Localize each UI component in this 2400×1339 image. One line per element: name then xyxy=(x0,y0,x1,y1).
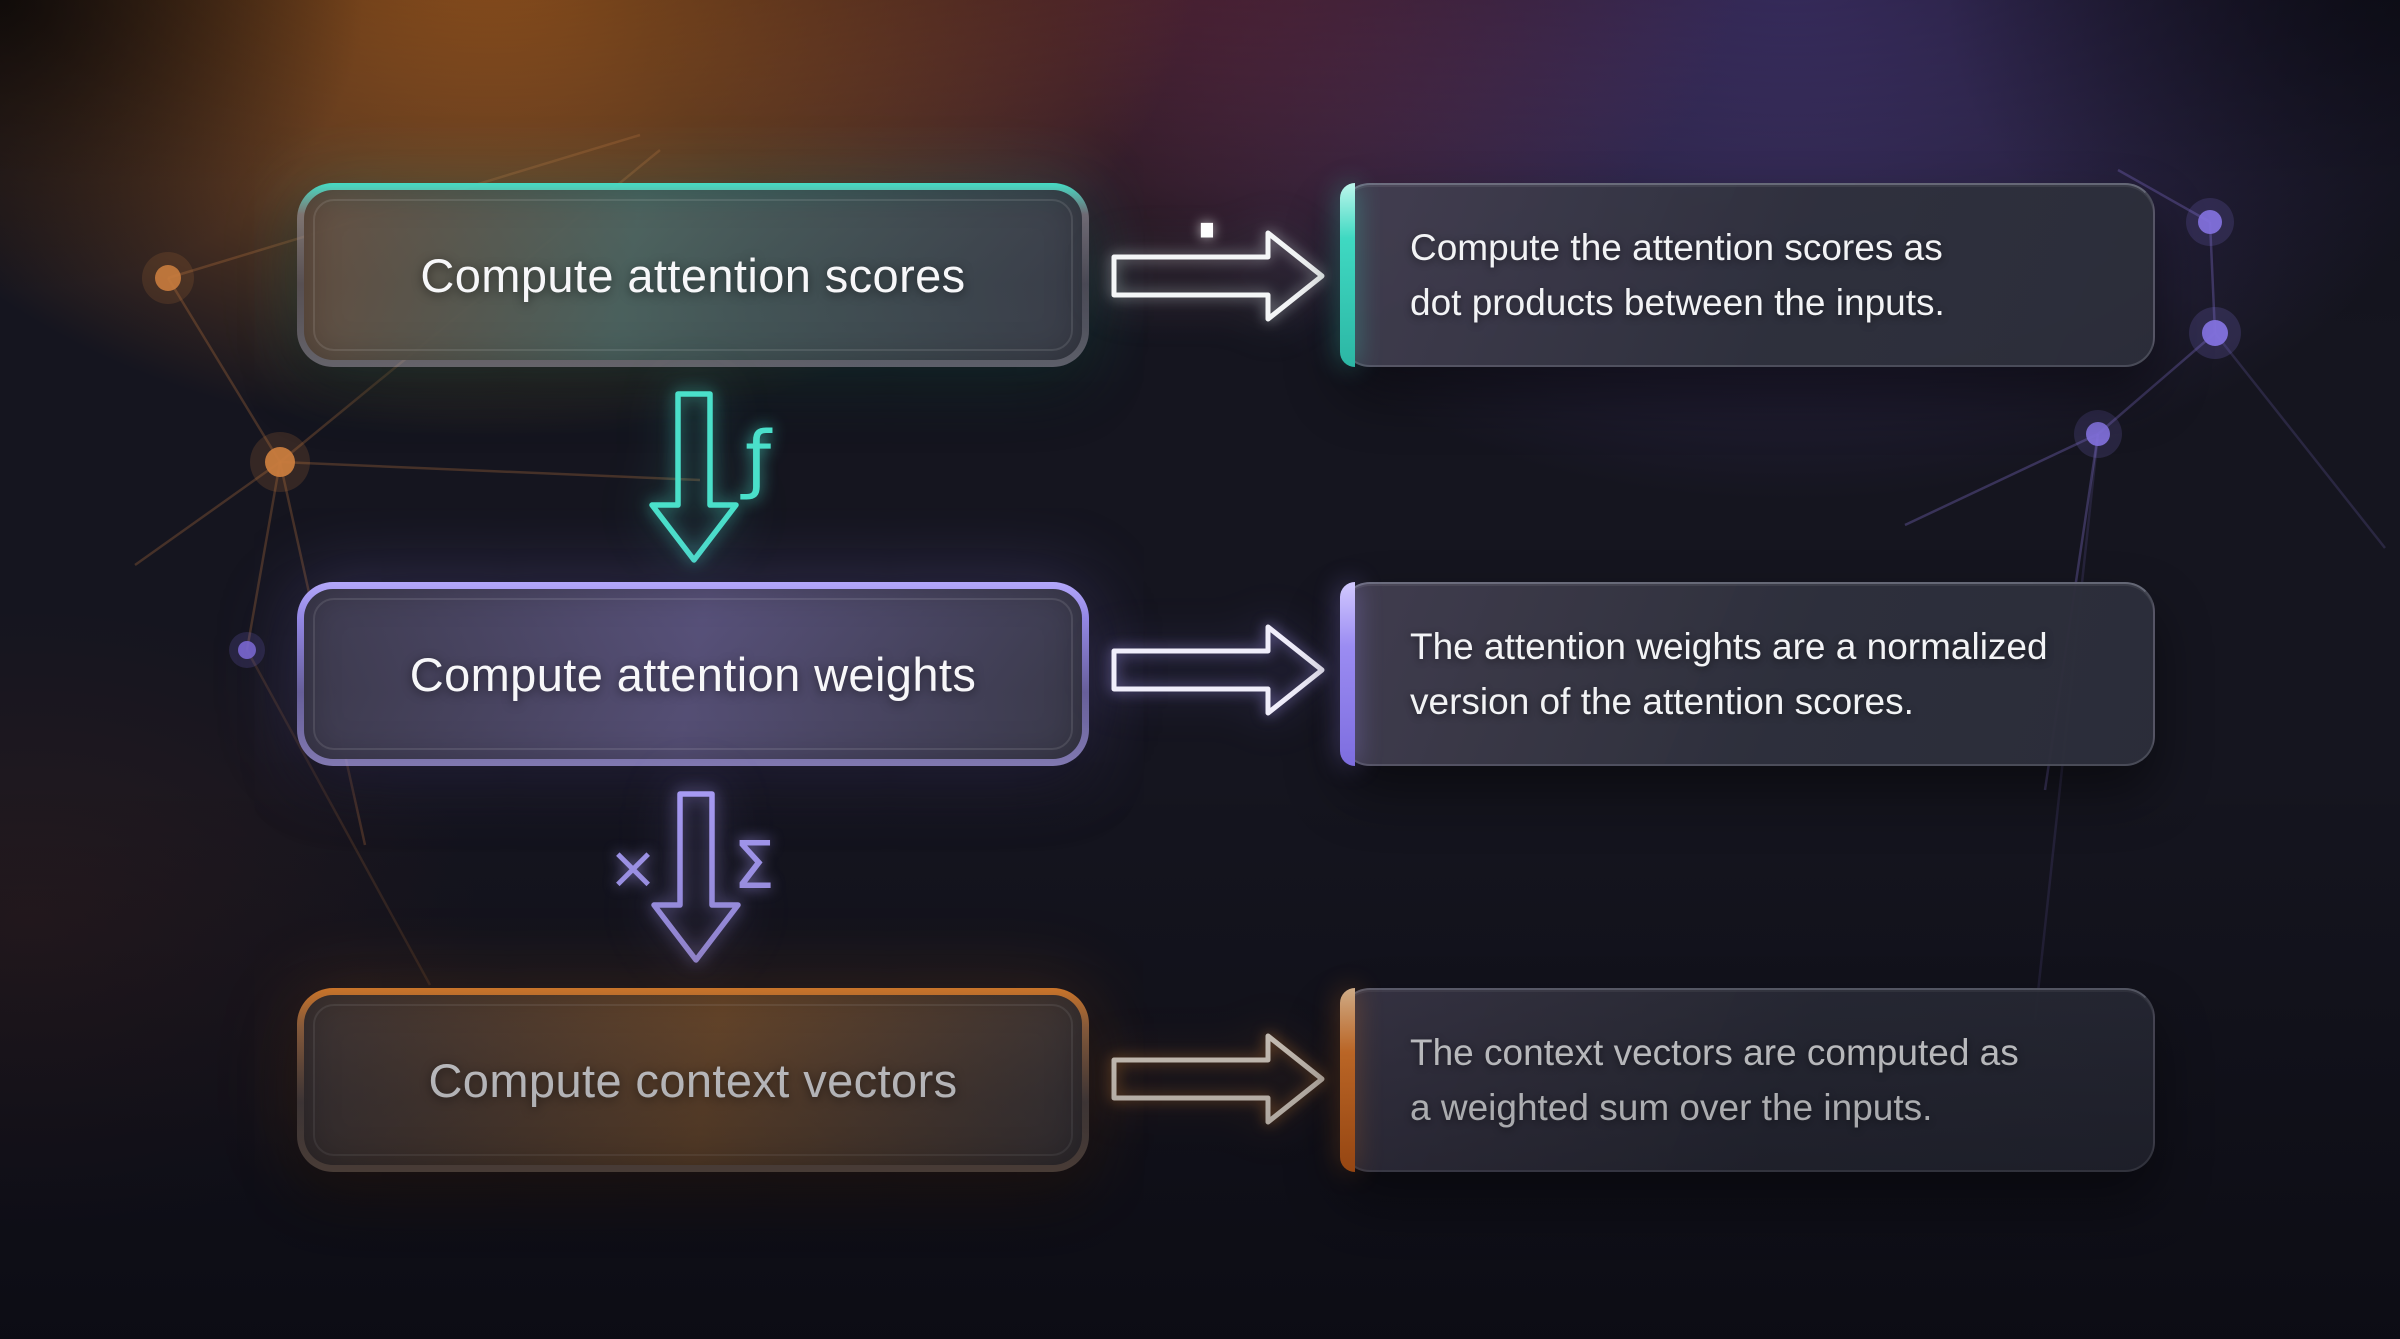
step-box-context-vectors: Compute context vectors xyxy=(297,988,1089,1172)
description-box-attention-weights: The attention weights are a normalized v… xyxy=(1340,582,2155,766)
description-line: The attention weights are a normalized xyxy=(1410,626,2048,667)
dot-product-operator-icon: · xyxy=(1188,161,1226,299)
description-line: dot products between the inputs. xyxy=(1410,282,1945,323)
multiply-operator-icon: × xyxy=(607,833,659,903)
arrow-right-icon xyxy=(1111,230,1325,322)
arrow-right-icon xyxy=(1111,624,1325,716)
description-line: a weighted sum over the inputs. xyxy=(1410,1087,1933,1128)
step-label: Compute attention weights xyxy=(409,647,977,701)
step-label: Compute attention scores xyxy=(420,248,966,302)
arrow-right-icon xyxy=(1111,1033,1325,1125)
sum-operator-icon: Σ xyxy=(733,827,775,904)
arrow-down-icon xyxy=(651,791,741,963)
arrow-down-icon xyxy=(649,391,739,563)
step-box-attention-weights: Compute attention weights xyxy=(297,582,1089,766)
description-line: Compute the attention scores as xyxy=(1410,227,1943,268)
description-line: version of the attention scores. xyxy=(1410,681,1914,722)
step-box-attention-scores: Compute attention scores xyxy=(297,183,1089,367)
description-line: The context vectors are computed as xyxy=(1410,1032,2019,1073)
description-box-attention-scores: Compute the attention scores as dot prod… xyxy=(1340,183,2155,367)
description-box-context-vectors: The context vectors are computed as a we… xyxy=(1340,988,2155,1172)
step-label: Compute context vectors xyxy=(428,1053,958,1107)
network-node xyxy=(142,198,2241,668)
function-operator-icon: ƒ xyxy=(744,416,772,502)
